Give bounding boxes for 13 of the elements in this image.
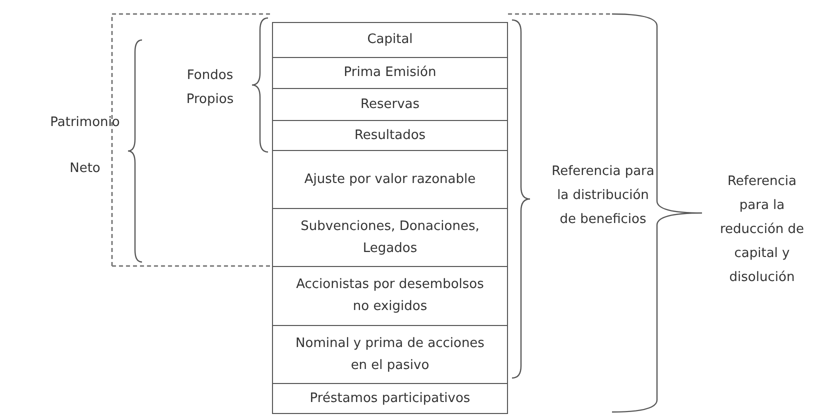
table-row: Préstamos participativos bbox=[272, 383, 508, 414]
brace-label: Referencia para la reducción de capital y disolución bbox=[718, 173, 806, 287]
table-row: Ajuste por valor razonable bbox=[272, 150, 508, 209]
brace-label: Patrimonio Neto bbox=[49, 114, 121, 178]
table-row: Nominal y prima de acciones en el pasivo bbox=[272, 325, 508, 384]
table-row: Accionistas por desembolsos no exigidos bbox=[272, 266, 508, 326]
table-row: Resultados bbox=[272, 120, 508, 151]
brace-label: Fondos Propios bbox=[185, 67, 235, 109]
brace-label: Referencia para la distribución de beneficios bbox=[550, 163, 656, 229]
table-row: Capital bbox=[272, 22, 508, 58]
table-row: Prima Emisión bbox=[272, 57, 508, 89]
table-row: Reservas bbox=[272, 88, 508, 121]
table-row: Subvenciones, Donaciones, Legados bbox=[272, 208, 508, 267]
